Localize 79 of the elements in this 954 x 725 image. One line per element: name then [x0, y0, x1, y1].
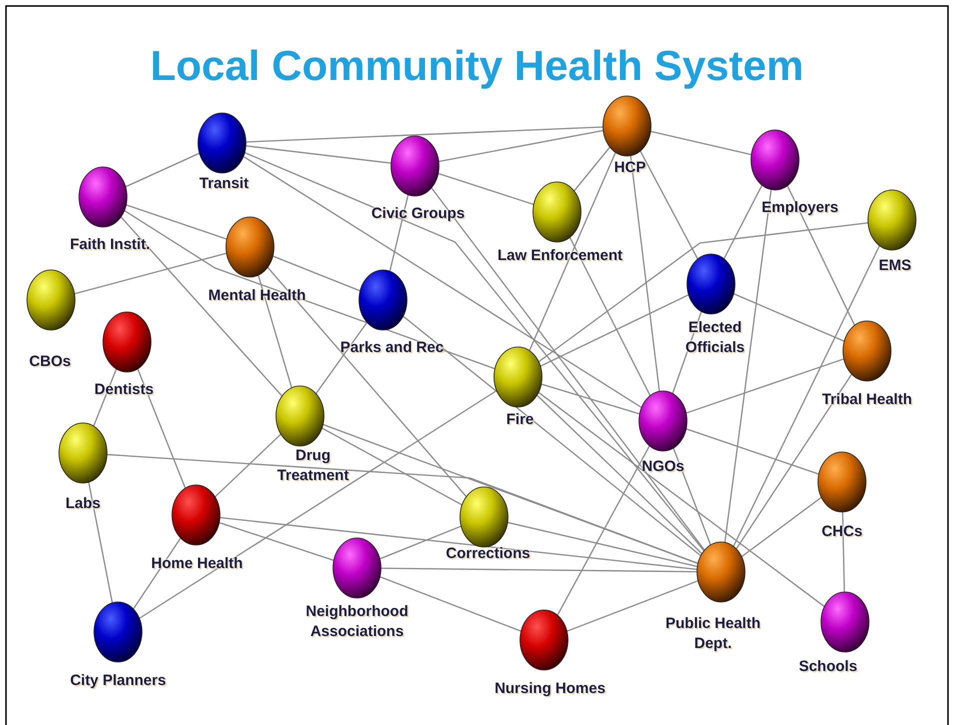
node-label: Faith Instit.: [70, 235, 150, 254]
node-label: CBOs: [29, 352, 71, 372]
connector-line: [120, 216, 283, 396]
connector-line: [106, 454, 698, 564]
connector-line: [74, 252, 227, 294]
node-label: City Planners: [70, 671, 166, 690]
connector-line: [574, 146, 610, 192]
node-label: Employers: [762, 198, 838, 218]
connector-line: [528, 152, 616, 351]
node-label: Neighborhood Associations: [304, 602, 410, 641]
node-label: Transit: [199, 174, 249, 194]
connector-line: [540, 294, 689, 367]
node-label: HCP: [614, 158, 646, 178]
node-label: Schools: [798, 657, 858, 676]
node-label: Dentists: [94, 380, 154, 400]
connector-line: [438, 172, 534, 206]
connector-line: [672, 448, 712, 546]
connector-line: [219, 522, 334, 561]
connector-line: [220, 516, 698, 570]
connector-line: [686, 428, 820, 475]
node-label: Mental Health: [208, 286, 306, 306]
node-label: Nursing Homes: [494, 679, 606, 698]
connector-line: [566, 580, 698, 632]
node-label: Elected Officials: [684, 318, 746, 357]
node-label: Labs: [65, 494, 100, 514]
connector-line: [246, 145, 392, 164]
connector-line: [272, 256, 360, 292]
connector-line: [536, 394, 702, 554]
connector-line: [244, 152, 704, 552]
connector-line: [132, 538, 182, 610]
node-label: Drug Treatment: [276, 446, 350, 485]
connector-line: [139, 390, 497, 619]
node-label: NGOs: [642, 457, 684, 476]
connector-line: [137, 368, 186, 488]
connector-line: [267, 266, 467, 498]
connector-line: [538, 222, 868, 362]
connector-line: [507, 522, 698, 568]
connector-line: [438, 130, 604, 162]
connector-line: [258, 274, 292, 388]
connector-line: [733, 293, 845, 342]
node-label: Public Health Dept.: [664, 614, 762, 653]
connector-line: [686, 358, 844, 414]
connector-line: [126, 204, 228, 240]
connector-line: [569, 237, 651, 396]
connector-line: [786, 185, 856, 326]
node-label: Law Enforcement: [497, 246, 623, 266]
connector-line: [430, 187, 706, 551]
connector-line: [125, 152, 200, 188]
connector-line: [214, 434, 282, 498]
connector-line: [381, 568, 697, 572]
node-label: CHCs: [822, 522, 862, 542]
node-label: Corrections: [446, 544, 530, 564]
connector-line: [741, 496, 822, 558]
connector-line: [246, 126, 604, 143]
connector-line: [736, 374, 852, 550]
connector-line: [380, 576, 522, 632]
connector-line: [322, 424, 698, 564]
connector-line: [650, 130, 752, 156]
connector-line: [640, 150, 698, 260]
connector-line: [88, 482, 113, 603]
diagram-title: Local Community Health System: [149, 42, 805, 90]
connector-line: [380, 526, 462, 560]
connector-line: [538, 392, 825, 608]
connector-line: [556, 446, 650, 616]
connector-line: [243, 156, 642, 408]
connector-line: [402, 316, 702, 556]
node-label: Civic Groups: [371, 204, 465, 224]
connector-line: [315, 322, 368, 394]
connector-line: [732, 245, 880, 547]
connector-line: [630, 156, 660, 392]
node-label: Parks and Rec: [340, 338, 444, 358]
node-label: Fire: [506, 410, 534, 430]
connector-line: [724, 190, 772, 542]
node-label: EMS: [878, 256, 912, 276]
connector-line: [723, 184, 763, 260]
connector-line: [541, 383, 640, 415]
node-label: Home Health: [151, 554, 243, 574]
connector-line: [322, 428, 462, 506]
node-label: Tribal Health: [822, 390, 912, 410]
